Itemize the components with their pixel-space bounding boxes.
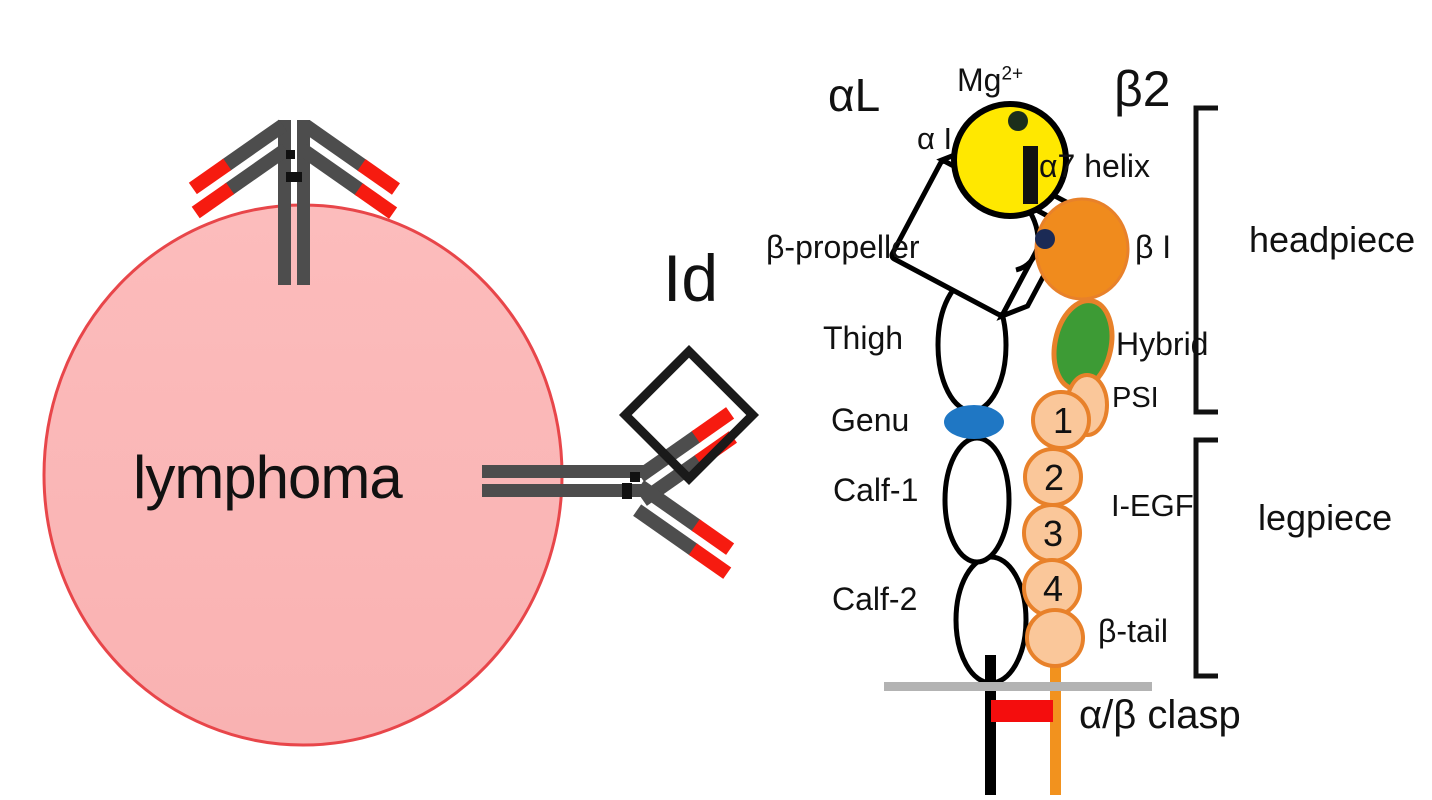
beta-I-domain bbox=[1034, 197, 1130, 301]
plasma-membrane-line bbox=[884, 682, 1152, 691]
legpiece-label: legpiece bbox=[1258, 497, 1393, 538]
beta-transmembrane-stem bbox=[1050, 630, 1061, 795]
mg-ion-dot bbox=[1008, 111, 1028, 131]
calf2-label: Calf-2 bbox=[832, 581, 918, 617]
genu-label: Genu bbox=[831, 402, 910, 438]
iegf-3-number: 3 bbox=[1043, 513, 1064, 554]
iegf-1-domain bbox=[1031, 390, 1091, 450]
idiotype-label: Id bbox=[663, 241, 719, 315]
calf1-label: Calf-1 bbox=[833, 472, 919, 508]
mg-ion-text: Mg bbox=[957, 62, 1002, 98]
beta-propeller-label: β-propeller bbox=[766, 229, 920, 265]
iegf-group-label: I-EGF bbox=[1111, 488, 1194, 523]
iegf-4-number: 4 bbox=[1043, 568, 1064, 609]
psi-label: PSI bbox=[1112, 382, 1159, 414]
idiotype-diamond bbox=[618, 344, 760, 486]
iegf-2-number: 2 bbox=[1044, 457, 1065, 498]
alpha-beta-clasp-bar bbox=[991, 700, 1053, 722]
alpha-L-chain-title: αL bbox=[828, 69, 881, 121]
iegf-1-number: 1 bbox=[1053, 400, 1074, 441]
lymphoma-cell-label: lymphoma bbox=[133, 444, 403, 511]
thigh-label: Thigh bbox=[823, 320, 904, 356]
beta-tail-label: β-tail bbox=[1098, 613, 1168, 649]
headpiece-label: headpiece bbox=[1249, 219, 1416, 260]
alpha-I-label: α I bbox=[917, 121, 953, 156]
alpha-beta-clasp-label: α/β clasp bbox=[1079, 693, 1241, 737]
beta-I-label: β I bbox=[1135, 229, 1172, 265]
alpha7-helix-bar bbox=[1023, 146, 1038, 204]
antibody-right bbox=[482, 344, 760, 579]
mg-ion-label: Mg2+ bbox=[957, 64, 1023, 96]
antibody-top bbox=[188, 119, 400, 285]
hybrid-label: Hybrid bbox=[1116, 326, 1209, 362]
alpha-transmembrane-stem bbox=[985, 655, 996, 795]
mg-ion-charge: 2+ bbox=[1001, 63, 1024, 85]
beta-2-chain-title: β2 bbox=[1114, 61, 1171, 117]
genu-domain bbox=[944, 405, 1004, 439]
headpiece-bracket bbox=[1193, 105, 1218, 415]
alpha7-helix-label: α7 helix bbox=[1039, 148, 1150, 184]
beta-tail-domain bbox=[1025, 608, 1085, 668]
beta-I-metal-dot bbox=[1035, 229, 1055, 249]
legpiece-bracket bbox=[1193, 437, 1218, 679]
calf1-domain bbox=[942, 435, 1012, 565]
